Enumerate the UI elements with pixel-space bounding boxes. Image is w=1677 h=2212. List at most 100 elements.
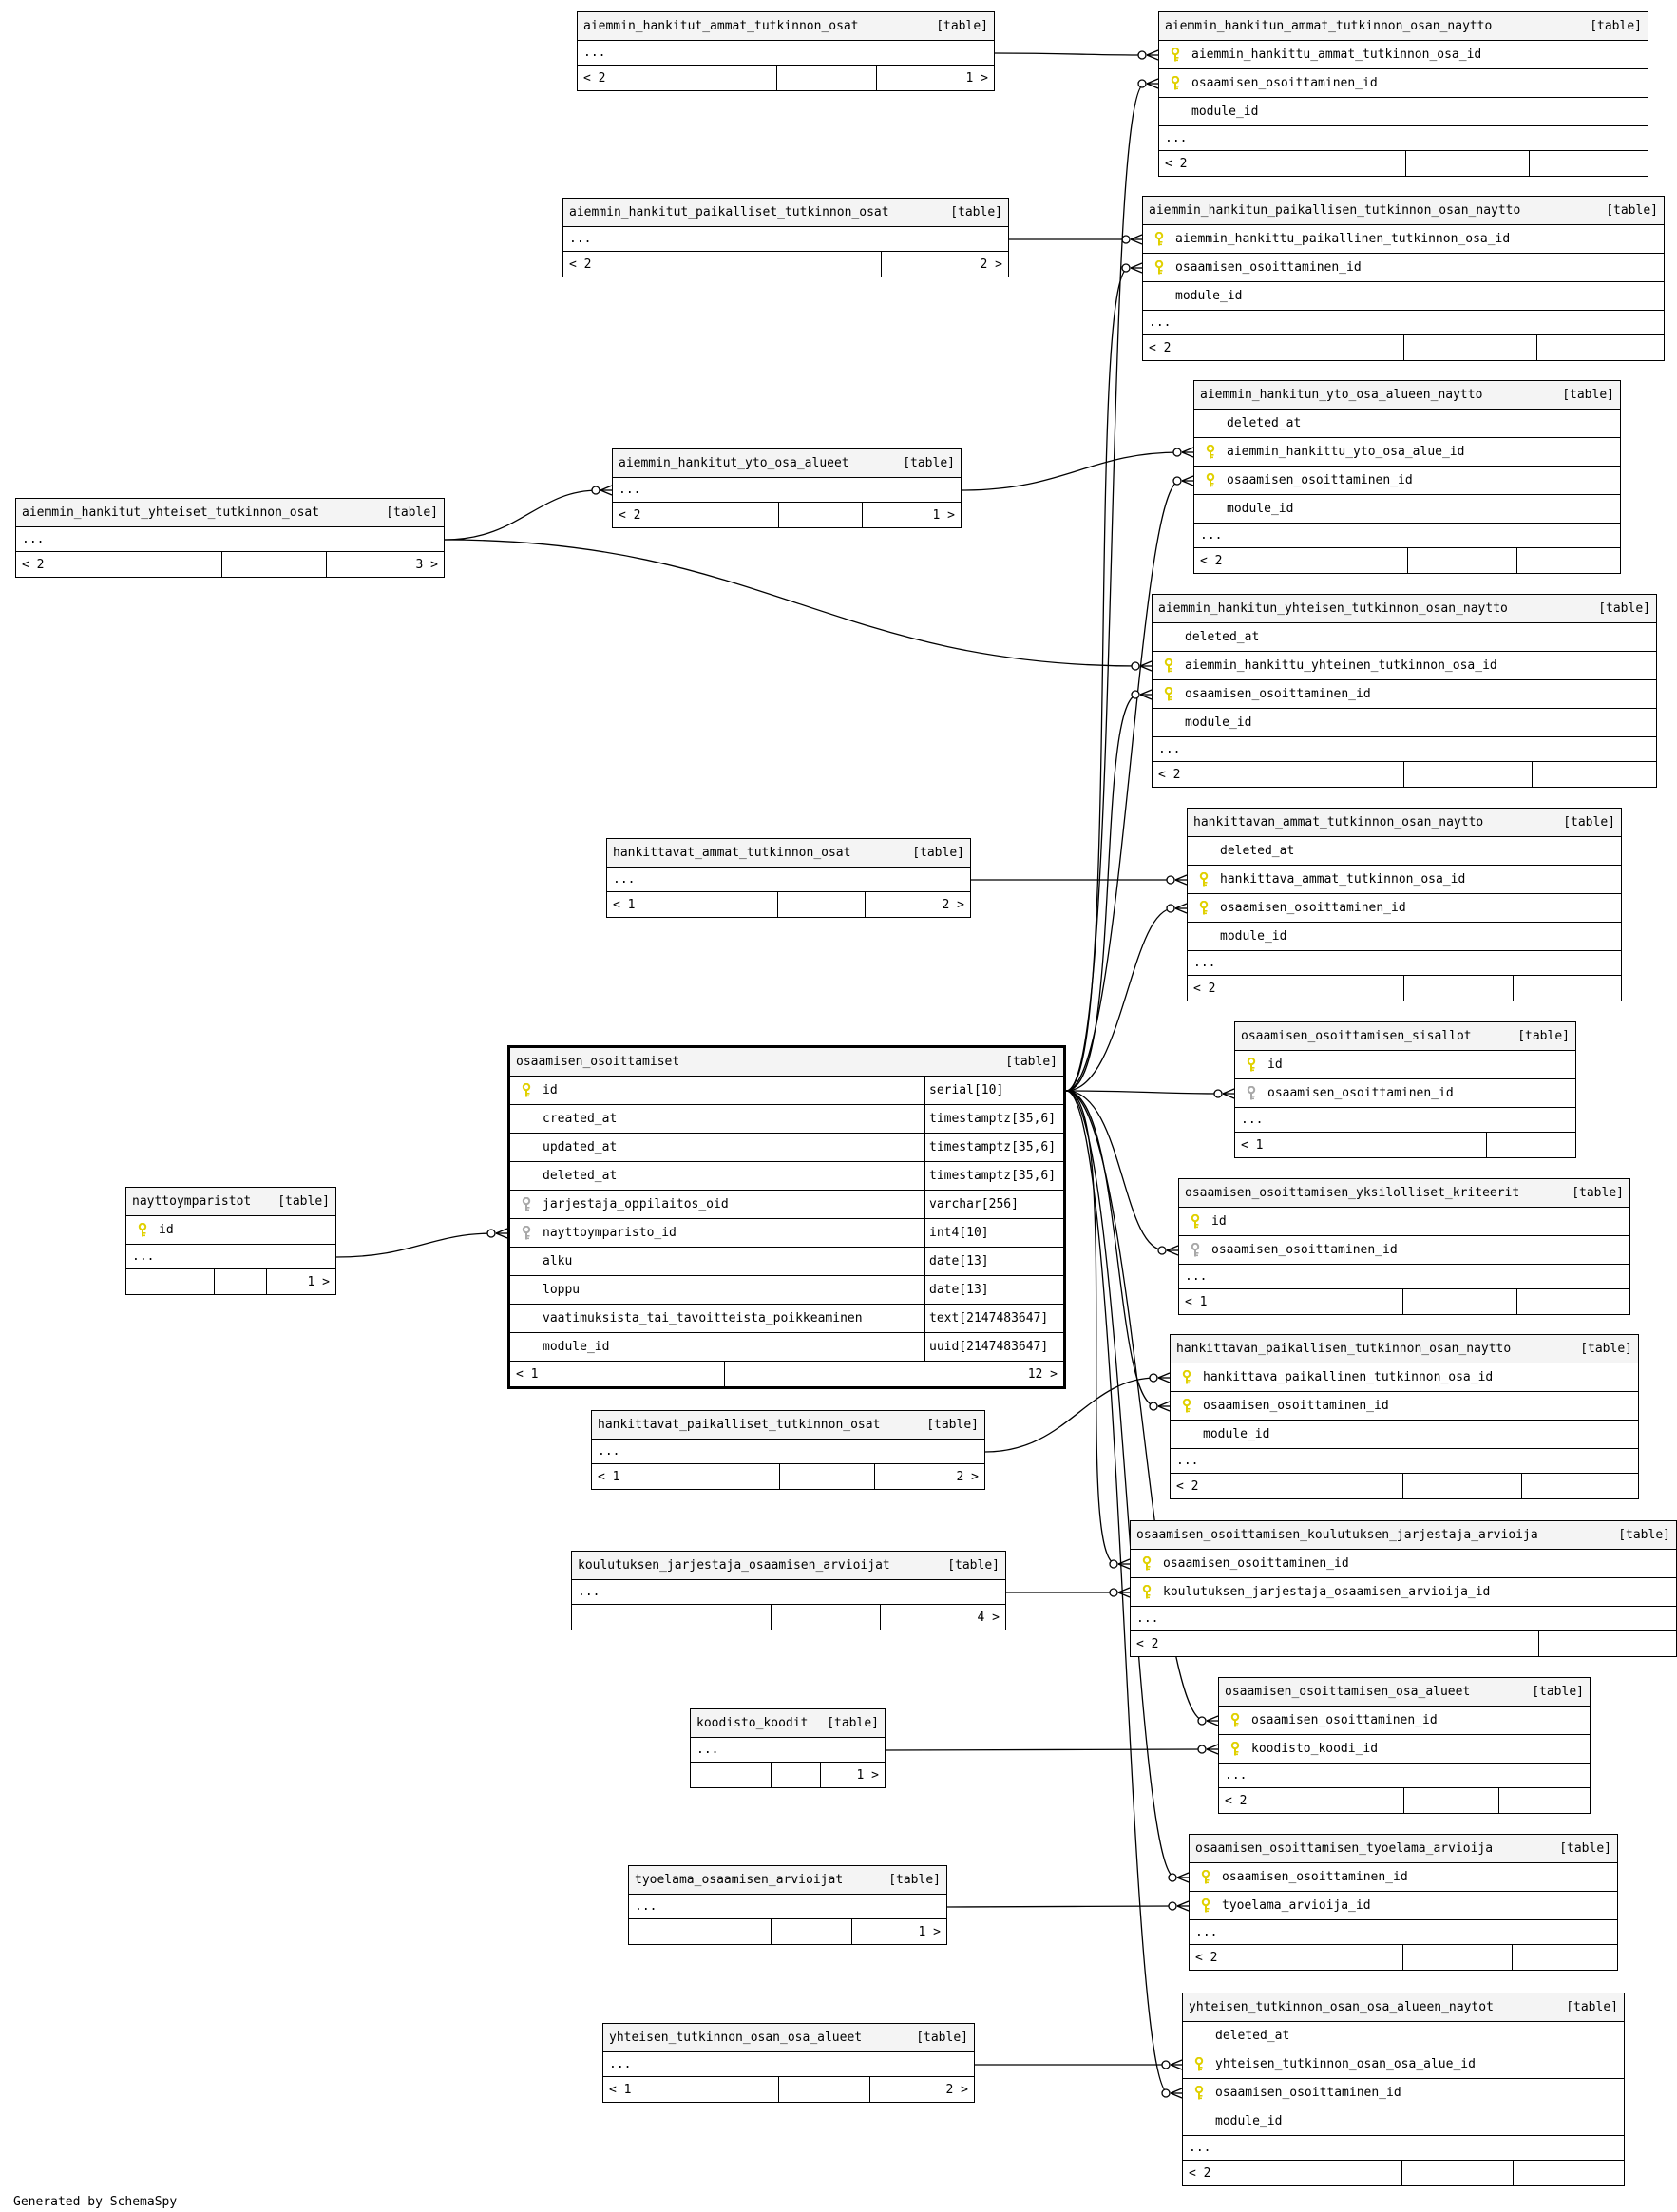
column-row[interactable]: aiemmin_hankittu_paikallinen_tutkinnon_o… — [1143, 225, 1664, 254]
column-row[interactable]: osaamisen_osoittaminen_id — [1171, 1392, 1638, 1421]
column-row[interactable]: osaamisen_osoittaminen_id — [1179, 1236, 1629, 1265]
column-row[interactable]: module_id — [1143, 282, 1664, 311]
parents-count[interactable]: < 1 — [603, 2077, 779, 2102]
parents-count[interactable]: < 1 — [592, 1464, 780, 1489]
more-columns-ellipsis[interactable]: ... — [1219, 1764, 1590, 1788]
more-columns-ellipsis[interactable]: ... — [1131, 1607, 1676, 1631]
children-count[interactable] — [1537, 335, 1664, 360]
column-row[interactable]: id — [1179, 1208, 1629, 1236]
parents-count[interactable] — [691, 1763, 772, 1787]
children-count[interactable]: 4 > — [977, 1610, 1000, 1625]
column-row[interactable]: deleted_at — [1194, 410, 1620, 438]
table-aiemmin-hankitun-paikallisen-tutkinnon-osan-naytto[interactable]: aiemmin_hankitun_paikallisen_tutkinnon_o… — [1142, 196, 1665, 361]
table-aiemmin-hankitun-yto-osa-alueen-naytto[interactable]: aiemmin_hankitun_yto_osa_alueen_naytto[t… — [1193, 380, 1621, 574]
more-columns-ellipsis[interactable]: ... — [1194, 524, 1620, 548]
column-row[interactable]: osaamisen_osoittaminen_id — [1183, 2079, 1624, 2107]
more-columns-ellipsis[interactable]: ... — [1143, 311, 1664, 335]
parents-count[interactable]: < 2 — [1190, 1945, 1403, 1970]
column-row[interactable]: osaamisen_osoittaminen_id — [1188, 894, 1621, 923]
parents-count[interactable]: < 2 — [563, 252, 772, 276]
children-count[interactable] — [1539, 1631, 1676, 1656]
column-row[interactable]: aiemmin_hankittu_yhteinen_tutkinnon_osa_… — [1153, 652, 1656, 680]
table-aiemmin-hankitut-paikalliset-tutkinnon-osat[interactable]: aiemmin_hankitut_paikalliset_tutkinnon_o… — [562, 198, 1009, 277]
column-row[interactable]: hankittava_paikallinen_tutkinnon_osa_id — [1171, 1363, 1638, 1392]
parents-count[interactable]: < 2 — [1194, 548, 1408, 573]
more-columns-ellipsis[interactable]: ... — [1171, 1449, 1638, 1474]
more-columns-ellipsis[interactable]: ... — [1159, 126, 1648, 151]
children-count[interactable]: 1 > — [932, 507, 955, 523]
table-hankittavat-ammat-tutkinnon-osat[interactable]: hankittavat_ammat_tutkinnon_osat[table].… — [606, 838, 971, 918]
column-row[interactable]: osaamisen_osoittaminen_id — [1131, 1550, 1676, 1578]
more-columns-ellipsis[interactable]: ... — [1188, 951, 1621, 976]
children-count[interactable] — [1530, 151, 1648, 176]
children-count[interactable] — [1517, 548, 1620, 573]
more-columns-ellipsis[interactable]: ... — [1183, 2136, 1624, 2161]
children-count[interactable]: 2 > — [980, 257, 1002, 272]
column-row[interactable]: id — [126, 1216, 335, 1245]
parents-count[interactable]: < 2 — [16, 552, 222, 577]
table-osaamisen-osoittamisen-osa-alueet[interactable]: osaamisen_osoittamisen_osa_alueet[table]… — [1218, 1677, 1591, 1814]
children-count[interactable] — [1499, 1788, 1590, 1813]
parents-count[interactable] — [126, 1269, 215, 1294]
column-row[interactable]: module_id — [1153, 709, 1656, 737]
table-yhteisen-tutkinnon-osan-osa-alueen-naytot[interactable]: yhteisen_tutkinnon_osan_osa_alueen_nayto… — [1182, 1993, 1625, 2186]
table-hankittavat-paikalliset-tutkinnon-osat[interactable]: hankittavat_paikalliset_tutkinnon_osat[t… — [591, 1410, 985, 1490]
children-count[interactable] — [1513, 1945, 1617, 1970]
table-aiemmin-hankitun-yhteisen-tutkinnon-osan-naytto[interactable]: aiemmin_hankitun_yhteisen_tutkinnon_osan… — [1152, 594, 1657, 788]
more-columns-ellipsis[interactable]: ... — [1153, 737, 1656, 762]
more-columns-ellipsis[interactable]: ... — [691, 1738, 885, 1763]
table-aiemmin-hankitut-yhteiset-tutkinnon-osat[interactable]: aiemmin_hankitut_yhteiset_tutkinnon_osat… — [15, 498, 445, 578]
column-row[interactable]: aiemmin_hankittu_ammat_tutkinnon_osa_id — [1159, 41, 1648, 69]
column-row[interactable]: deleted_at — [1188, 837, 1621, 866]
children-count[interactable]: 2 > — [956, 1469, 979, 1484]
children-count[interactable]: 2 > — [942, 897, 964, 912]
table-hankittavan-ammat-tutkinnon-osan-naytto[interactable]: hankittavan_ammat_tutkinnon_osan_naytto[… — [1187, 808, 1622, 1001]
table-osaamisen-osoittamisen-tyoelama-arvioija[interactable]: osaamisen_osoittamisen_tyoelama_arvioija… — [1189, 1834, 1618, 1971]
column-row[interactable]: deleted_at — [1153, 623, 1656, 652]
parents-count[interactable]: < 1 — [510, 1362, 725, 1386]
table-nayttoymparistot[interactable]: nayttoymparistot[table]id...1 > — [125, 1187, 336, 1295]
parents-count[interactable]: < 2 — [1159, 151, 1406, 176]
parents-count[interactable]: < 2 — [613, 503, 779, 527]
column-row[interactable]: osaamisen_osoittaminen_id — [1159, 69, 1648, 98]
parents-count[interactable]: < 2 — [1171, 1474, 1403, 1498]
children-count[interactable]: 3 > — [415, 557, 438, 572]
table-osaamisen-osoittamisen-yksilolliset-kriteerit[interactable]: osaamisen_osoittamisen_yksilolliset_krit… — [1178, 1178, 1630, 1315]
children-count[interactable]: 1 > — [918, 1924, 941, 1939]
table-koodisto-koodit[interactable]: koodisto_koodit[table]...1 > — [690, 1708, 886, 1788]
more-columns-ellipsis[interactable]: ... — [126, 1245, 335, 1269]
more-columns-ellipsis[interactable]: ... — [592, 1440, 984, 1464]
column-row[interactable]: module_id — [1171, 1421, 1638, 1449]
column-row[interactable]: yhteisen_tutkinnon_osan_osa_alue_id — [1183, 2050, 1624, 2079]
column-row[interactable]: osaamisen_osoittaminen_id — [1235, 1079, 1575, 1108]
parents-count[interactable]: < 2 — [578, 66, 777, 90]
children-count[interactable] — [1514, 2161, 1624, 2185]
column-row[interactable]: vaatimuksista_tai_tavoitteista_poikkeami… — [510, 1305, 1063, 1333]
table-osaamisen-osoittamisen-sisallot[interactable]: osaamisen_osoittamisen_sisallot[table]id… — [1234, 1021, 1576, 1158]
more-columns-ellipsis[interactable]: ... — [563, 227, 1008, 252]
children-count[interactable]: 1 > — [856, 1767, 879, 1783]
column-row[interactable]: osaamisen_osoittaminen_id — [1153, 680, 1656, 709]
more-columns-ellipsis[interactable]: ... — [1190, 1920, 1617, 1945]
column-row[interactable]: osaamisen_osoittaminen_id — [1143, 254, 1664, 282]
children-count[interactable]: 2 > — [945, 2082, 968, 2097]
column-row[interactable]: deleted_at — [1183, 2022, 1624, 2050]
more-columns-ellipsis[interactable]: ... — [629, 1895, 946, 1919]
parents-count[interactable]: < 2 — [1219, 1788, 1404, 1813]
column-row[interactable]: aiemmin_hankittu_yto_osa_alue_id — [1194, 438, 1620, 467]
parents-count[interactable]: < 1 — [1235, 1133, 1401, 1157]
more-columns-ellipsis[interactable]: ... — [572, 1580, 1005, 1605]
table-aiemmin-hankitut-ammat-tutkinnon-osat[interactable]: aiemmin_hankitut_ammat_tutkinnon_osat[ta… — [577, 11, 995, 91]
column-row[interactable]: koulutuksen_jarjestaja_osaamisen_arvioij… — [1131, 1578, 1676, 1607]
children-count[interactable] — [1522, 1474, 1638, 1498]
column-row[interactable]: module_id — [1159, 98, 1648, 126]
children-count[interactable] — [1514, 976, 1621, 1001]
